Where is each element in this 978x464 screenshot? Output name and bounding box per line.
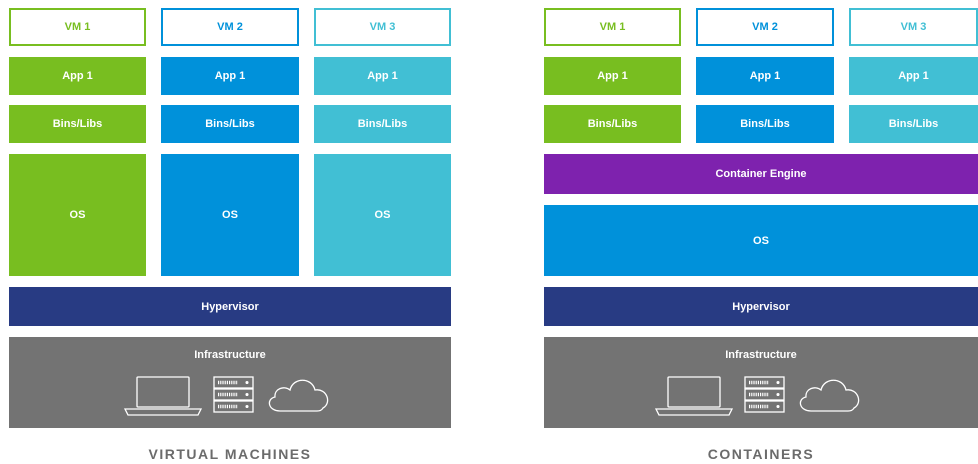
container3-label: VM 3 — [849, 8, 978, 46]
container-caption: CONTAINERS — [707, 446, 815, 462]
container3-bins-libs-block: Bins/Libs — [849, 105, 978, 143]
vm1-label: VM 1 — [9, 8, 146, 46]
cloud-icon — [799, 379, 860, 412]
vm1-bins-libs-block: Bins/Libs — [9, 105, 146, 143]
laptop-icon — [654, 376, 734, 416]
vm-infrastructure-icons — [9, 373, 451, 419]
vm2-bins-libs-block: Bins/Libs — [161, 105, 299, 143]
vm-hypervisor-block: Hypervisor — [9, 287, 451, 326]
cloud-icon — [268, 379, 329, 412]
container-infrastructure-block: Infrastructure — [544, 337, 978, 428]
vm2-app-block: App 1 — [161, 57, 299, 95]
container3-app-block: App 1 — [849, 57, 978, 95]
container2-app-block: App 1 — [696, 57, 834, 95]
container2-bins-libs-block: Bins/Libs — [696, 105, 834, 143]
vm-infrastructure-block: Infrastructure — [9, 337, 451, 428]
vm-caption: VIRTUAL MACHINES — [148, 446, 312, 462]
vm2-label: VM 2 — [161, 8, 299, 46]
server-icon — [213, 376, 254, 413]
vm-infrastructure-label: Infrastructure — [194, 349, 266, 361]
vm1-os-block: OS — [9, 154, 146, 276]
container-infrastructure-icons — [544, 373, 978, 419]
container1-app-block: App 1 — [544, 57, 681, 95]
container1-label: VM 1 — [544, 8, 681, 46]
vm2-os-block: OS — [161, 154, 299, 276]
server-icon — [744, 376, 785, 413]
container-os-block: OS — [544, 205, 978, 276]
vm1-app-block: App 1 — [9, 57, 146, 95]
container-hypervisor-block: Hypervisor — [544, 287, 978, 326]
container1-bins-libs-block: Bins/Libs — [544, 105, 681, 143]
vm3-label: VM 3 — [314, 8, 451, 46]
container-infrastructure-label: Infrastructure — [725, 349, 797, 361]
laptop-icon — [123, 376, 203, 416]
vm3-app-block: App 1 — [314, 57, 451, 95]
container-engine-block: Container Engine — [544, 154, 978, 194]
container2-label: VM 2 — [696, 8, 834, 46]
vm3-bins-libs-block: Bins/Libs — [314, 105, 451, 143]
vm3-os-block: OS — [314, 154, 451, 276]
